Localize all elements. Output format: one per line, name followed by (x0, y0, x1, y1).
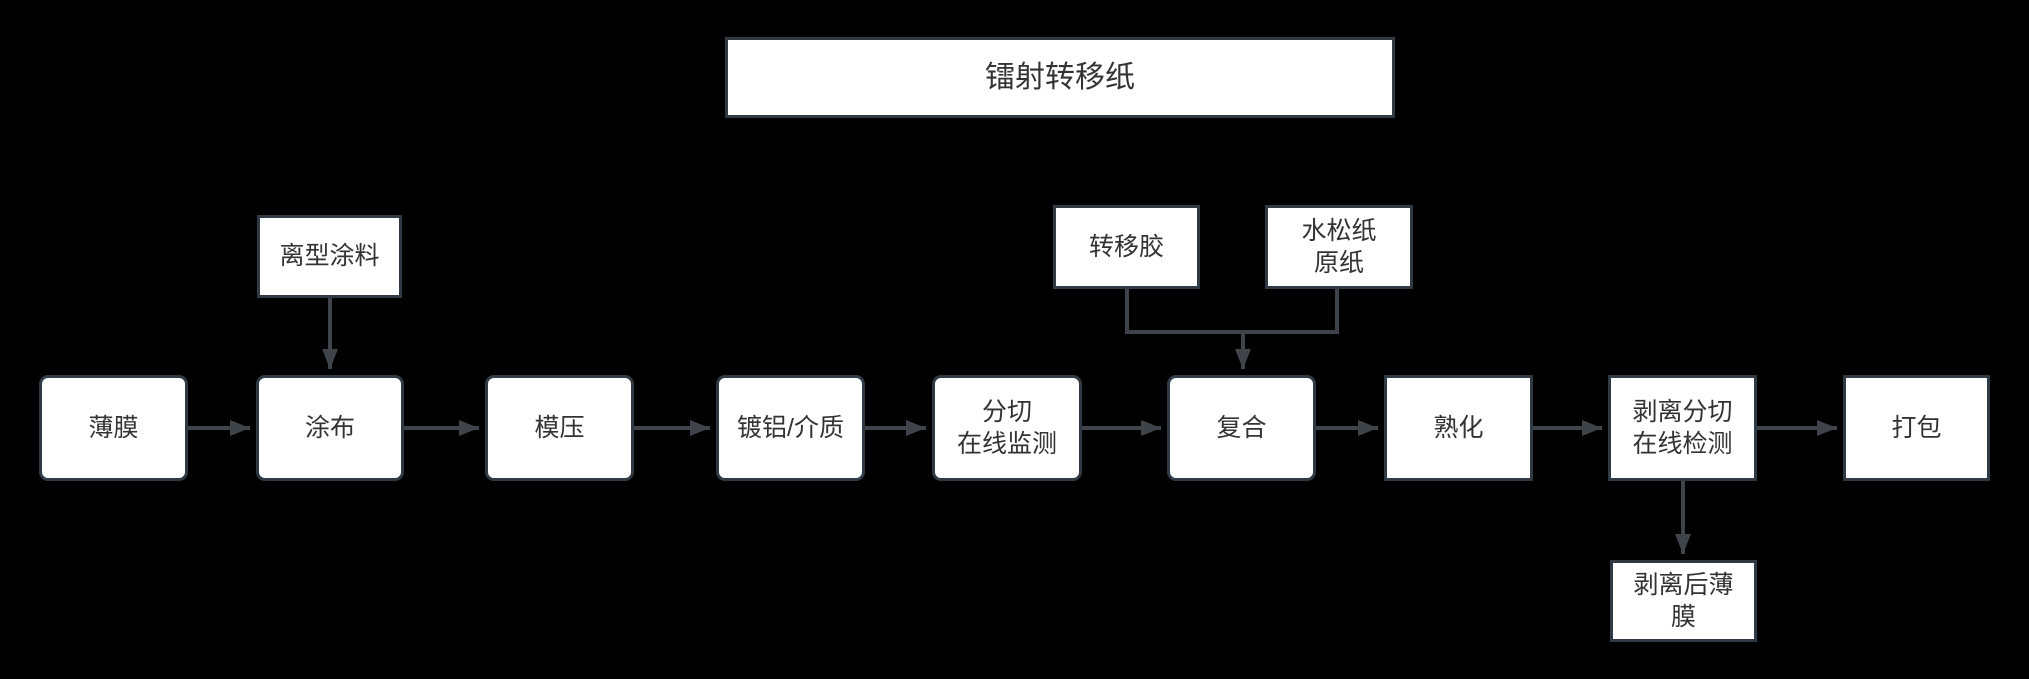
node-embossing[interactable]: 模压 (485, 375, 634, 481)
node-aluminizing[interactable]: 镀铝/介质 (716, 375, 865, 481)
arrow-tipping-paper-to-laminating (1243, 289, 1339, 334)
node-laminating[interactable]: 复合 (1167, 375, 1316, 481)
node-packing[interactable]: 打包 (1843, 375, 1990, 481)
node-film[interactable]: 薄膜 (39, 375, 188, 481)
node-curing[interactable]: 熟化 (1384, 375, 1533, 481)
arrow-transfer-glue-to-laminating (1125, 289, 1251, 369)
node-tipping-base-paper[interactable]: 水松纸 原纸 (1265, 205, 1413, 289)
node-peeled-film[interactable]: 剥离后薄 膜 (1610, 560, 1757, 642)
node-peel-slitting-online-inspection[interactable]: 剥离分切 在线检测 (1608, 375, 1757, 481)
node-transfer-glue[interactable]: 转移胶 (1053, 205, 1200, 289)
node-coating[interactable]: 涂布 (256, 375, 404, 481)
node-release-coating[interactable]: 离型涂料 (257, 215, 402, 298)
node-slitting-online-monitoring[interactable]: 分切 在线监测 (932, 375, 1082, 481)
node-laser-transfer-paper[interactable]: 镭射转移纸 (725, 37, 1395, 118)
